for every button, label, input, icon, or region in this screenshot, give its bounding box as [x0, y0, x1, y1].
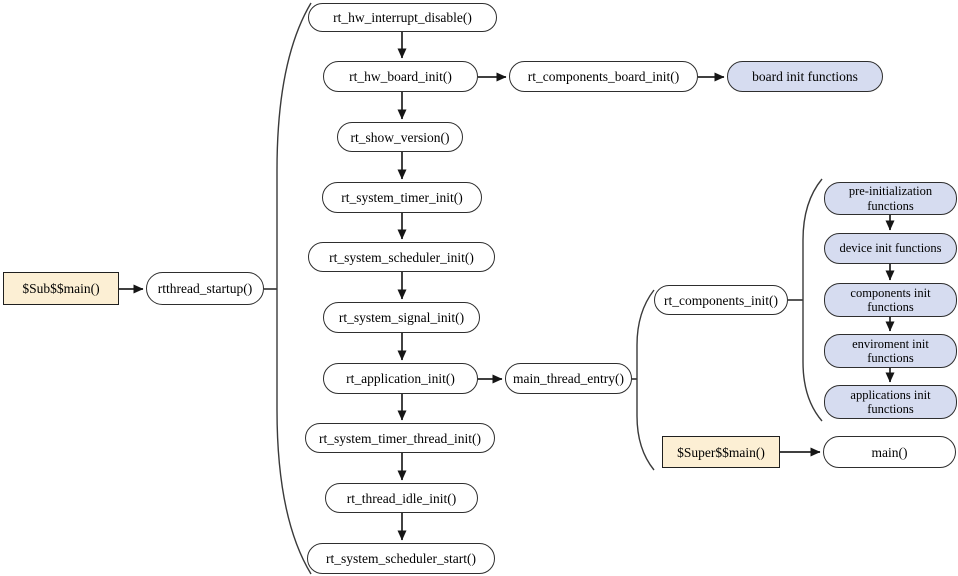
node-rt-hw-interrupt-disable: rt_hw_interrupt_disable(): [308, 3, 497, 32]
node-rt-system-timer-init: rt_system_timer_init(): [322, 182, 482, 213]
node-main-thread-entry: main_thread_entry(): [505, 363, 632, 394]
node-board-init-functions: board init functions: [727, 61, 883, 92]
node-components-init-functions: components init functions: [824, 283, 957, 317]
node-rt-system-timer-thread-init: rt_system_timer_thread_init(): [305, 423, 495, 453]
node-rt-system-scheduler-init: rt_system_scheduler_init(): [308, 242, 495, 272]
node-rt-components-board-init: rt_components_board_init(): [509, 61, 698, 92]
node-super-main: $Super$$main(): [662, 436, 780, 468]
brace-main-thread: [636, 289, 655, 471]
node-rt-thread-idle-init: rt_thread_idle_init(): [325, 483, 478, 513]
node-rtthread-startup: rtthread_startup(): [146, 272, 264, 305]
node-rt-system-signal-init: rt_system_signal_init(): [323, 302, 480, 333]
node-rt-system-scheduler-start: rt_system_scheduler_start(): [307, 543, 495, 574]
node-rt-hw-board-init: rt_hw_board_init(): [323, 61, 478, 92]
node-main: main(): [823, 436, 956, 468]
node-device-init-functions: device init functions: [824, 233, 957, 264]
brace-components-init: [802, 178, 823, 422]
node-rt-application-init: rt_application_init(): [323, 363, 478, 394]
brace-startup-sequence: [276, 2, 312, 575]
node-applications-init-functions: applications init functions: [824, 385, 957, 419]
node-enviroment-init-functions: enviroment init functions: [824, 334, 957, 368]
node-rt-show-version: rt_show_version(): [337, 122, 463, 152]
node-pre-initialization-functions: pre-initialization functions: [824, 182, 957, 215]
node-sub-main: $Sub$$main(): [3, 272, 119, 305]
node-rt-components-init: rt_components_init(): [654, 285, 788, 315]
